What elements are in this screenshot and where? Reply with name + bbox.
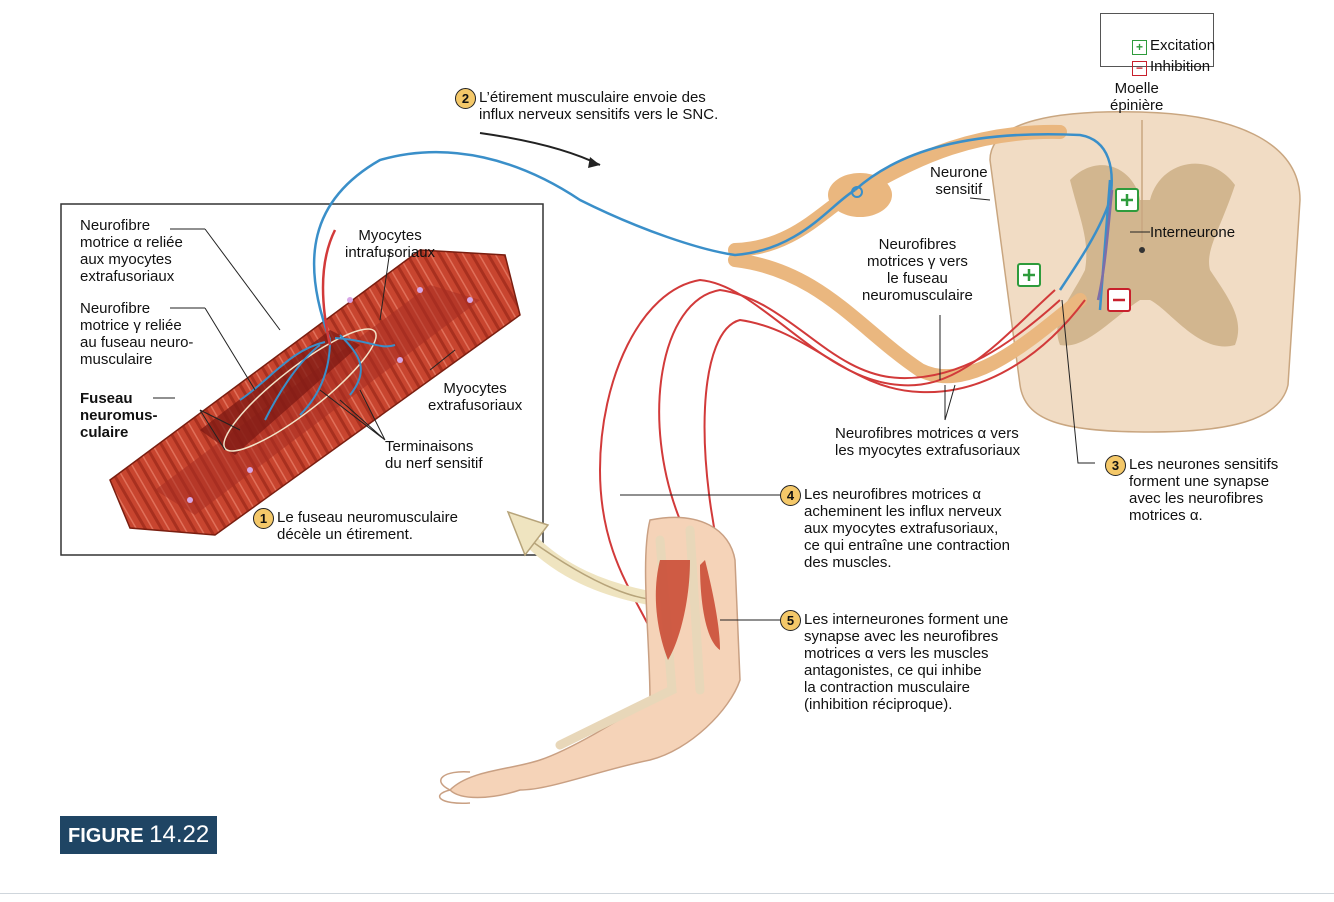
return-arrow [506,510,667,607]
step-badge: 5 [780,610,801,631]
leader-lines [153,197,1150,621]
motor-neurons [321,229,1086,651]
step-badge: 2 [455,88,476,109]
step-badge: 3 [1105,455,1126,476]
step-text: L’étirement musculaire envoie des influx… [479,89,719,123]
label-inset-gamma: Neurofibre motrice γ reliée au fuseau ne… [80,300,194,368]
legend: +Excitation −Inhibition [1100,13,1215,76]
minus-icon: − [1132,61,1148,76]
legend-inhibition: −Inhibition [1107,41,1210,93]
sensory-neuron [312,133,1113,341]
step-text: Le fuseau neuromusculaire décèle un étir… [277,509,458,543]
label-interneurone: Interneurone [1150,224,1236,241]
figure-number: 14.22 [149,821,210,848]
legend-excitation: +Excitation [1107,20,1215,72]
bottom-divider [0,893,1334,894]
synapse-plus-2 [1017,263,1041,287]
plus-icon: + [1132,40,1148,55]
step-badge: 1 [253,508,274,529]
sensory-terminals [239,334,396,421]
legend-excitation-label: Excitation [1150,37,1216,54]
label-gamma-motor: Neurofibres motrices γ vers le fuseau ne… [862,236,973,304]
arm-illustration [438,516,741,804]
muscle-bundle [109,249,521,536]
label-alpha-motor: Neurofibres motrices α vers les myocytes… [835,425,1021,459]
step-text: Les interneurones forment une synapse av… [804,611,1009,713]
label-fuseau: Fuseau neuromus- culaire [80,390,158,441]
legend-inhibition-label: Inhibition [1150,58,1211,75]
interneuron [1096,189,1114,301]
label-intrafusoriaux: Myocytes intrafusoriaux [345,227,436,261]
synapse-minus [1107,288,1131,312]
figure-label: FIGURE 14.22 [60,816,218,854]
label-neurone-sensitif: Neurone sensitif [930,164,988,198]
flow-arrow [479,132,601,168]
label-terminaisons: Terminaisons du nerf sensitif [385,438,483,472]
step-text: Les neurones sensitifs forment une synap… [1129,456,1279,524]
label-inset-alpha: Neurofibre motrice α reliée aux myocytes… [80,217,183,285]
label-moelle: Moelle épinière [1110,80,1164,114]
label-extrafusoriaux: Myocytes extrafusoriaux [428,380,523,414]
step-text: Les neurofibres motrices α acheminent le… [804,486,1010,571]
figure-word: FIGURE [68,825,144,847]
step-badge: 4 [780,485,801,506]
synapse-plus-1 [1115,188,1139,212]
